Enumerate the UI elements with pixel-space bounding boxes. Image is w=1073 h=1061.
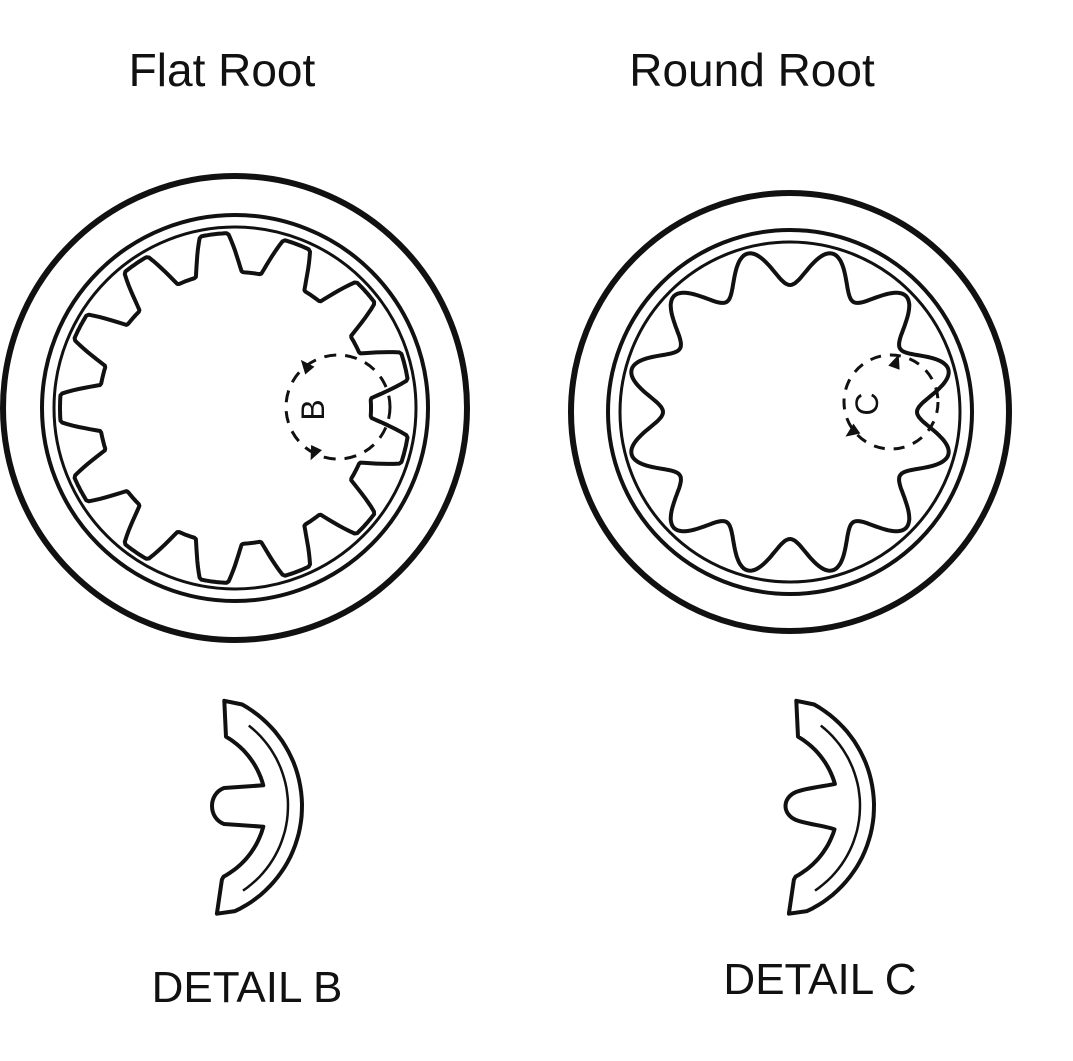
- flat-detail-letter: B: [295, 399, 331, 420]
- round-root-diagram: C: [568, 190, 1012, 634]
- round-detail-view-dashed-circle: [842, 353, 940, 451]
- flat-root-diagram: B: [0, 173, 470, 643]
- flat-detail-arrow-icon: [310, 445, 322, 461]
- detail-b-caption: DETAIL B: [152, 963, 343, 1012]
- detail-b-view: DETAIL B: [152, 698, 343, 1012]
- round-detail-letter: C: [849, 392, 885, 415]
- flat-spline-profile-path: [58, 231, 410, 585]
- flat-ring-circle-outer: [40, 213, 430, 603]
- round-spline-profile-path: [629, 251, 951, 573]
- round-outer-rim-circle: [568, 190, 1012, 634]
- flat-tooth-detail-path: [210, 698, 304, 916]
- round-tooth-rim-line: [814, 724, 862, 892]
- round-detail-arrow-icon: [888, 354, 900, 370]
- round-ring-circle-outer: [606, 228, 974, 596]
- round-detail-arrow-icon: [845, 423, 861, 437]
- round-root-title: Round Root: [629, 44, 875, 96]
- flat-root-title: Flat Root: [129, 44, 316, 96]
- detail-c-caption: DETAIL C: [723, 955, 916, 1004]
- flat-detail-view-dashed-circle: [284, 353, 392, 461]
- flat-outer-rim-circle: [0, 173, 470, 643]
- flat-ring-circle-inner: [52, 225, 418, 591]
- detail-c-view: DETAIL C: [723, 698, 917, 1004]
- flat-tooth-rim-line: [242, 724, 290, 892]
- flat-detail-arrow-icon: [300, 359, 315, 375]
- round-tooth-detail-path: [783, 698, 876, 916]
- round-ring-circle-inner: [618, 240, 962, 584]
